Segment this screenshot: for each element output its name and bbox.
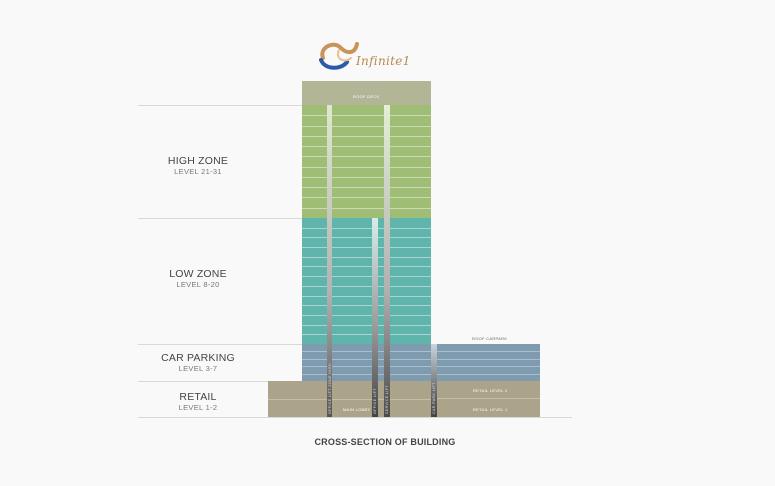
- floor-line: [302, 156, 431, 157]
- floor-line: [302, 115, 431, 116]
- floor-line: [302, 334, 431, 335]
- floor-line: [302, 237, 431, 238]
- lift-shaft-4: [431, 344, 437, 417]
- retail-floor-line-left: [268, 399, 431, 400]
- divider-high-zone-top: [138, 105, 302, 106]
- floor-line: [302, 286, 431, 287]
- zone-name-parking: CAR PARKING: [161, 352, 235, 364]
- zone-level-retail: LEVEL 1-2: [178, 403, 218, 412]
- retail-block-right: [437, 381, 540, 417]
- floor-line: [302, 351, 431, 352]
- floor-line: [302, 374, 431, 375]
- divider-parking-retail: [138, 381, 268, 382]
- floor-line: [437, 351, 540, 352]
- floor-line: [302, 257, 431, 258]
- roof-carpark-label: ROOF CARPARK: [472, 336, 508, 341]
- zone-level-high: LEVEL 21-31: [174, 167, 222, 176]
- floor-line: [302, 177, 431, 178]
- floor-line: [302, 325, 431, 326]
- floor-line: [302, 315, 431, 316]
- zone-name-retail: RETAIL: [179, 391, 217, 403]
- parking-tower-block: [302, 344, 431, 381]
- zone-level-low: LEVEL 8-20: [176, 280, 220, 289]
- roof-deck-block: [302, 81, 431, 105]
- floor-line: [437, 374, 540, 375]
- low-zone-block: [302, 218, 431, 344]
- retail-level-2-label: RETAIL LEVEL 2: [473, 388, 508, 393]
- floor-line: [302, 167, 431, 168]
- floor-line: [302, 146, 431, 147]
- retail-level-1-label: RETAIL LEVEL 1: [473, 407, 508, 412]
- floor-line: [302, 208, 431, 209]
- zone-name-high: HIGH ZONE: [167, 155, 229, 167]
- floor-line: [437, 359, 540, 360]
- divider-high-low: [138, 218, 302, 219]
- zone-name-low: LOW ZONE: [169, 268, 227, 280]
- floor-line: [302, 197, 431, 198]
- lift-4-label: CAR PARK LIFT: [432, 382, 436, 414]
- floor-line: [302, 276, 431, 277]
- floor-line: [437, 366, 540, 367]
- diagram-caption: CROSS-SECTION OF BUILDING: [314, 437, 456, 447]
- floor-line: [302, 366, 431, 367]
- floor-line: [302, 266, 431, 267]
- lift-2-label: OFFICE LIFT: [373, 388, 377, 414]
- lift-shaft-3: [384, 105, 390, 417]
- divider-low-parking: [138, 344, 302, 345]
- floor-line: [302, 126, 431, 127]
- floor-line: [302, 136, 431, 137]
- floor-line: [302, 228, 431, 229]
- floor-line: [302, 247, 431, 248]
- floor-line: [302, 305, 431, 306]
- logo-text: Infinite1: [356, 54, 411, 68]
- lift-shaft-1: [327, 105, 332, 417]
- lift-1-label: OFFICE LIFT ZONE HIGH: [328, 363, 332, 414]
- floor-line: [302, 296, 431, 297]
- retail-floor-line-right: [437, 398, 540, 399]
- ground-line: [138, 417, 572, 418]
- floor-line: [302, 359, 431, 360]
- lift-shaft-2: [372, 218, 378, 417]
- lift-3-label: SERVICE LIFT: [385, 385, 389, 414]
- parking-annex-block: [437, 344, 540, 381]
- logo-swirl-icon: [319, 42, 359, 70]
- main-lobby-label: MAIN LOBBY: [343, 407, 371, 412]
- floor-line: [302, 187, 431, 188]
- zone-level-parking: LEVEL 3-7: [178, 364, 218, 373]
- roof-deck-label: ROOF DECK: [353, 94, 380, 99]
- high-zone-block: [302, 105, 431, 218]
